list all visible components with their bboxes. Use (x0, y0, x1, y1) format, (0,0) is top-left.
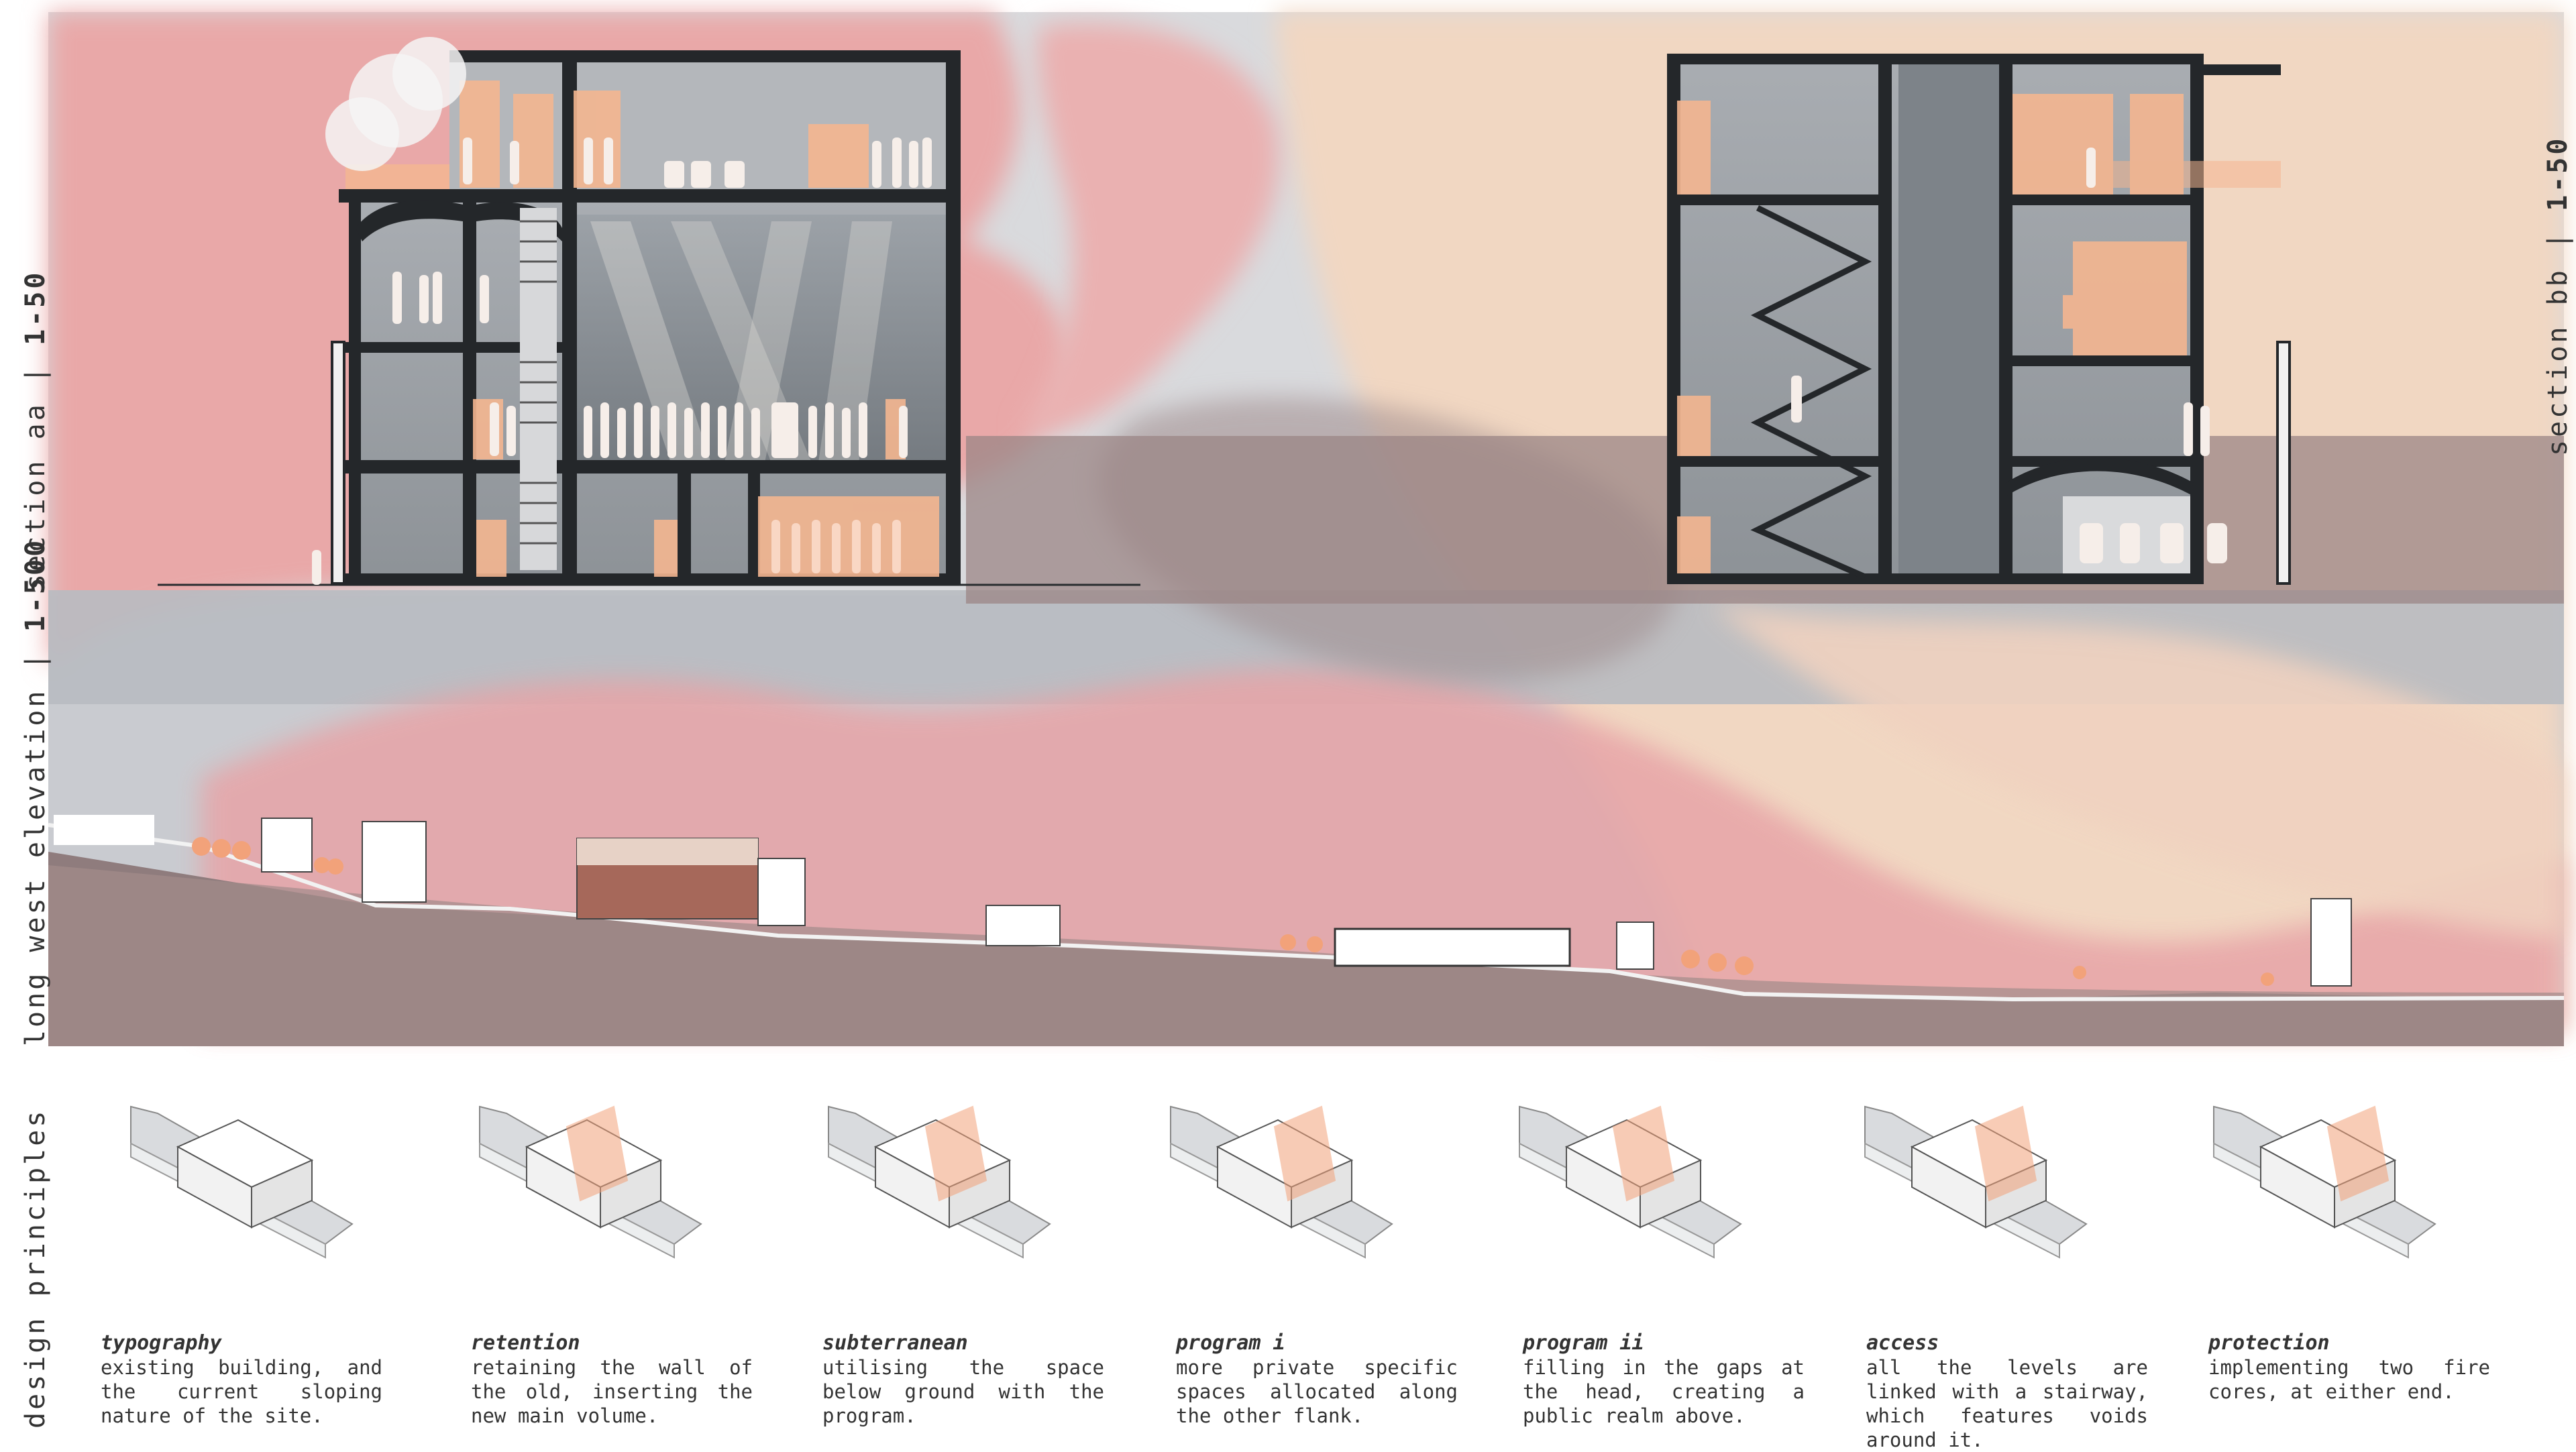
elevation-label: long west elevation | 1-500 (20, 538, 51, 1046)
long-west-elevation-drawing (48, 815, 2565, 1002)
principle-program-i: program i more private specific spaces a… (1176, 1331, 1458, 1428)
axo-diagram-subterranean (828, 1105, 1051, 1259)
principle-subterranean: subterranean utilising the space below g… (822, 1331, 1104, 1428)
principle-title: typography (101, 1331, 222, 1355)
principle-typography: typography existing building, and the cu… (101, 1331, 382, 1428)
principle-text: all the levels are linked with a stairwa… (1866, 1356, 2148, 1451)
design-principles-label: design principles (20, 1109, 51, 1429)
principle-program-ii: program ii filling in the gaps at the he… (1523, 1331, 1805, 1428)
design-principles-text: design principles (20, 1108, 51, 1429)
principle-text: retaining the wall of the old, inserting… (471, 1356, 753, 1427)
section-aa-scale: 1-50 (20, 270, 51, 345)
principle-title: program ii (1523, 1331, 1644, 1355)
principle-title: program i (1176, 1331, 1285, 1355)
elevation-scale: 1-500 (20, 537, 51, 632)
section-bb-drawing (1667, 54, 2291, 585)
axo-diagram-typography (130, 1105, 354, 1259)
principle-access: access all the levels are linked with a … (1866, 1331, 2148, 1452)
principle-text: existing building, and the current slopi… (101, 1356, 382, 1427)
axo-diagram-access (1864, 1105, 2088, 1259)
elevation-name: long west elevation | (20, 632, 51, 1046)
design-principle-diagrams (130, 1105, 2436, 1259)
principle-retention: retention retaining the wall of the old,… (471, 1331, 753, 1428)
axo-diagram-program-i (1170, 1105, 1393, 1259)
section-aa-drawing (158, 37, 1140, 586)
principle-text: filling in the gaps at the head, creatin… (1523, 1356, 1805, 1427)
principle-text: implementing two fire cores, at either e… (2208, 1356, 2490, 1403)
section-bb-name: section bb | (2542, 211, 2573, 456)
axo-diagram-program-ii (1519, 1105, 1742, 1259)
section-bb-label: section bb | 1-50 (2542, 136, 2573, 456)
section-bb-scale: 1-50 (2542, 135, 2573, 211)
axo-diagram-protection (2213, 1105, 2436, 1259)
principle-text: more private specific spaces allocated a… (1176, 1356, 1458, 1427)
axo-diagram-retention (479, 1105, 702, 1259)
principle-text: utilising the space below ground with th… (822, 1356, 1104, 1427)
principle-title: protection (2208, 1331, 2330, 1355)
principle-title: subterranean (822, 1331, 968, 1355)
principle-title: retention (471, 1331, 580, 1355)
principle-protection: protection implementing two fire cores, … (2208, 1331, 2490, 1404)
principle-title: access (1866, 1331, 1939, 1355)
